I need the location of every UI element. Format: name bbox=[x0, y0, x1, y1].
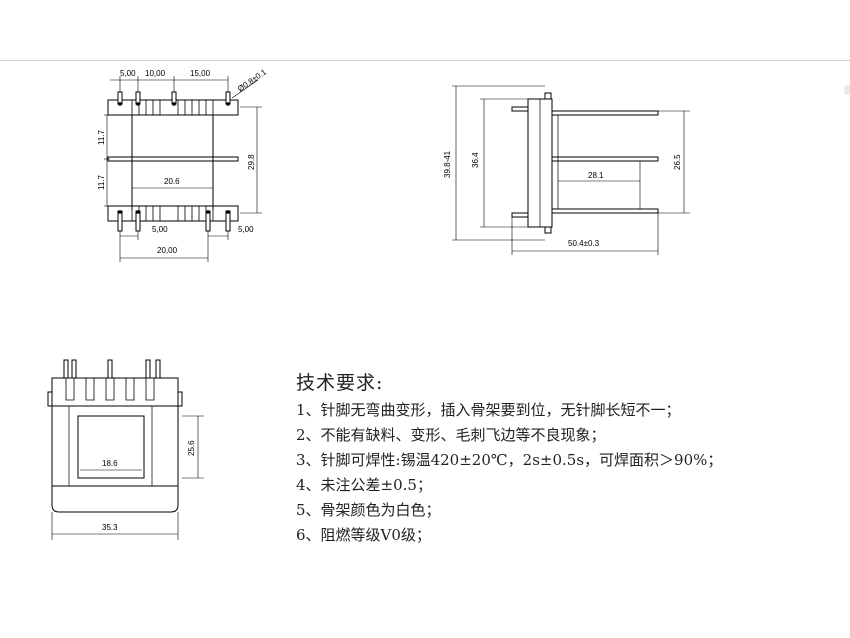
note-item-4: 4、未注公差±0.5； bbox=[296, 476, 432, 494]
technical-requirements: 技术要求: 1、针脚无弯曲变形，插入骨架要到位，无针脚长短不一； 2、不能有缺料… bbox=[296, 370, 846, 548]
dim-inner-width: 20.6 bbox=[164, 177, 180, 186]
dim-flange-height: 36.4 bbox=[471, 152, 480, 168]
scrollbar-hint bbox=[844, 85, 850, 95]
dim-body-height: 25.6 bbox=[187, 440, 196, 456]
page-divider bbox=[0, 60, 850, 61]
dim-overall-length: 50.4±0.3 bbox=[568, 239, 600, 248]
dim-outer-height: 39.8-41 bbox=[443, 150, 452, 178]
dim-height-lower: 11.7 bbox=[97, 174, 106, 190]
dim-window-width: 18.6 bbox=[102, 459, 118, 468]
drawing-top-view bbox=[104, 76, 262, 262]
dim-pitch-c: 15,00 bbox=[190, 69, 211, 78]
note-item-1: 1、针脚无弯曲变形，插入骨架要到位，无针脚长短不一； bbox=[296, 401, 681, 419]
dim-overall-height: 29.8 bbox=[247, 154, 256, 170]
notes-title: 技术要求: bbox=[296, 372, 384, 394]
note-item-3: 3、针脚可焊性:锡温420±20℃，2s±0.5s，可焊面积＞90%； bbox=[296, 451, 723, 469]
drawing-side-view bbox=[452, 85, 690, 255]
dim-core-height: 26.5 bbox=[673, 154, 682, 170]
front-pins bbox=[63, 359, 161, 379]
note-item-5: 5、骨架颜色为白色； bbox=[296, 501, 441, 519]
note-item-6: 6、阻燃等级V0级； bbox=[296, 526, 431, 544]
dim-winding-width: 28.1 bbox=[588, 171, 604, 180]
dim-height-upper: 11.7 bbox=[97, 129, 106, 145]
bottom-flange bbox=[107, 205, 239, 222]
dim-bottom-span: 20,00 bbox=[157, 246, 178, 255]
dim-pin-diameter: Ø0.8±0.1 bbox=[236, 67, 269, 94]
dim-overall-width: 35.3 bbox=[102, 523, 118, 532]
dim-bottom-pitch-b: 5,00 bbox=[238, 225, 254, 234]
dim-pitch-a: 5,00 bbox=[120, 69, 136, 78]
dim-pitch-b: 10,00 bbox=[145, 69, 166, 78]
note-item-2: 2、不能有缺料、变形、毛刺飞边等不良现象； bbox=[296, 426, 606, 444]
drawing-front-view bbox=[47, 359, 204, 540]
dim-bottom-pitch-a: 5,00 bbox=[152, 225, 168, 234]
